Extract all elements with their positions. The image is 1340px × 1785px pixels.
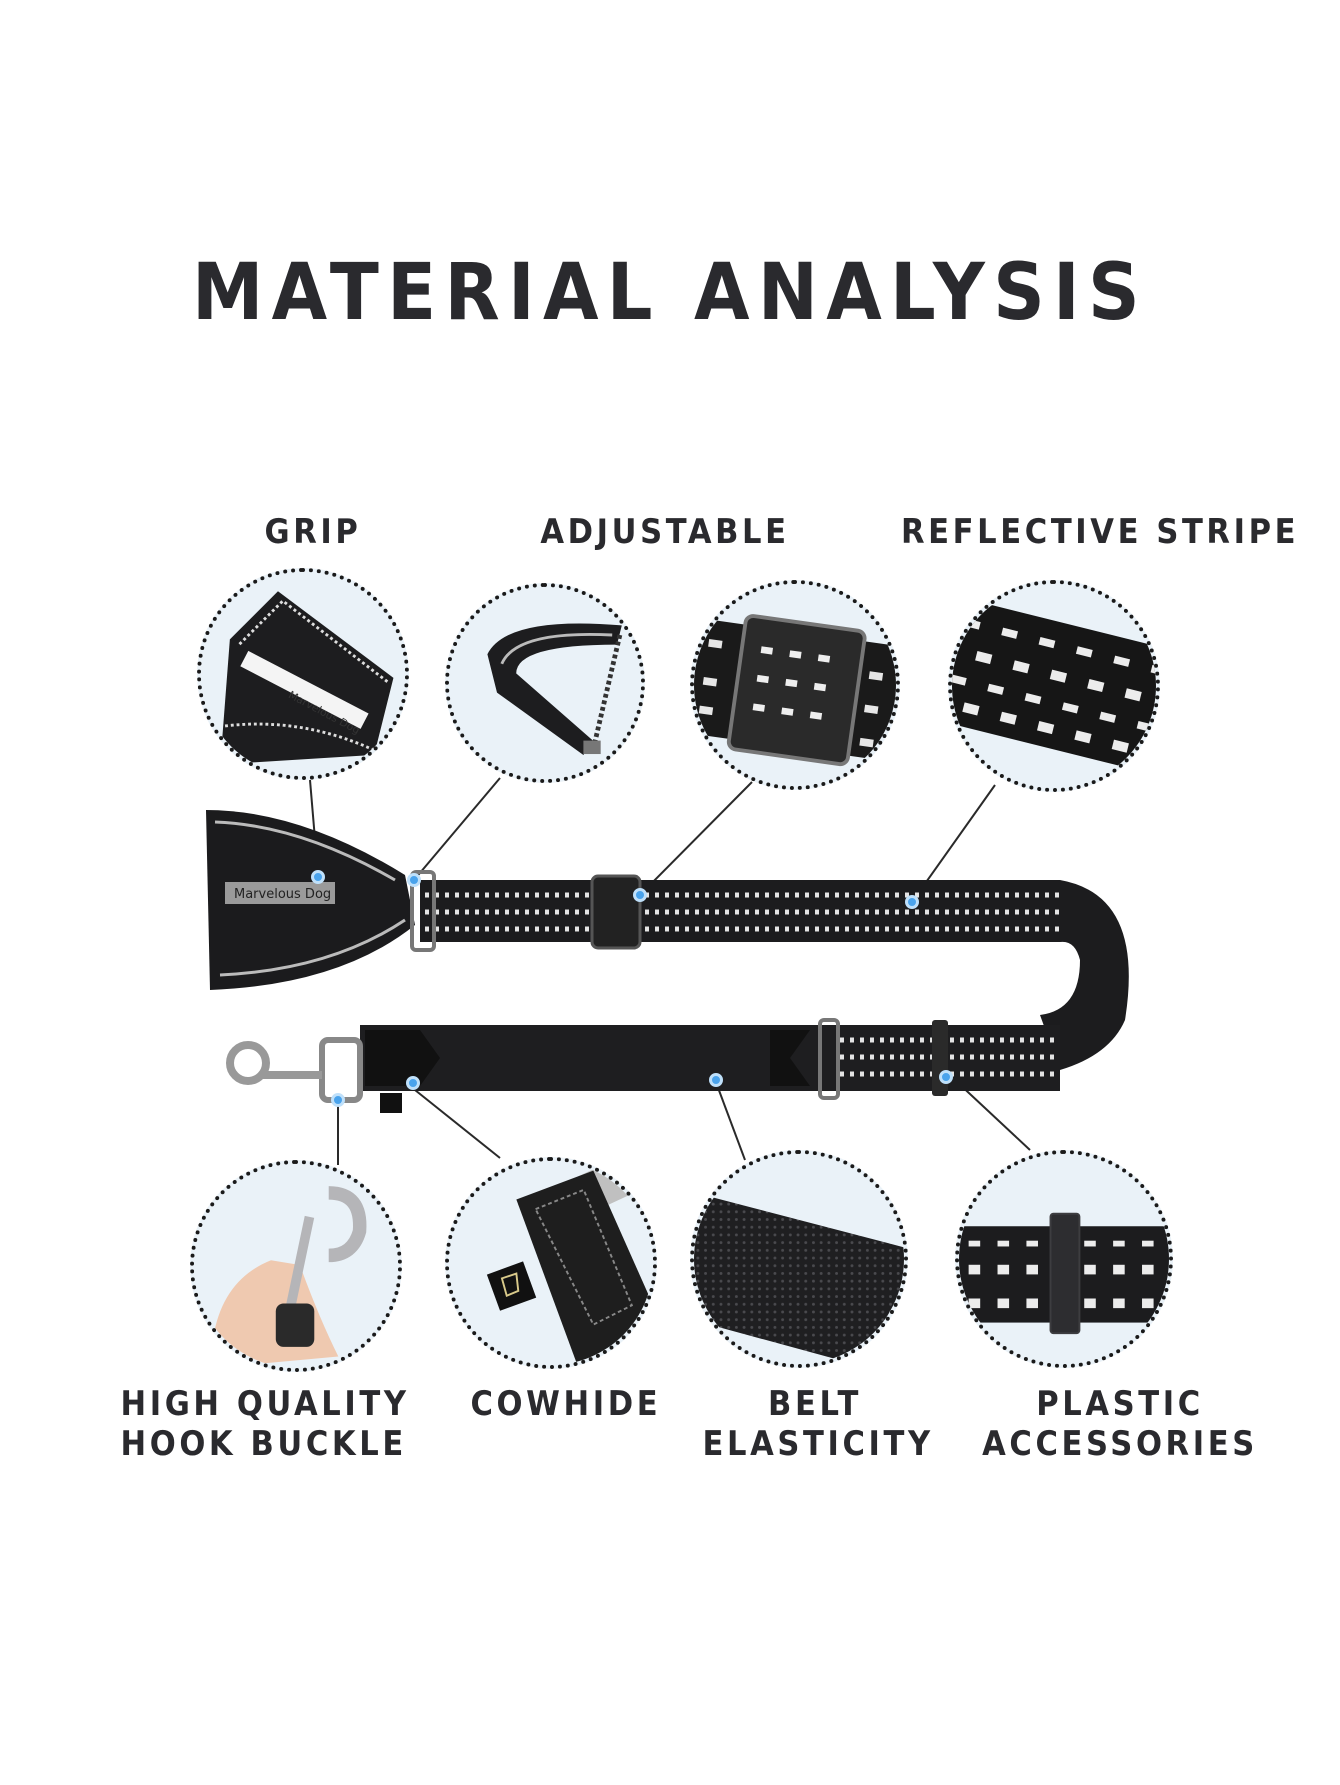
- callout-cowhide: [445, 1157, 657, 1369]
- label-belt-line2: ELASTICITY: [702, 1424, 934, 1464]
- label-plastic-line1: PLASTIC: [1036, 1384, 1204, 1424]
- label-grip: GRIP: [264, 512, 362, 552]
- marker-buckle: [633, 888, 647, 902]
- callout-buckle: [690, 580, 900, 790]
- marker-hook: [331, 1093, 345, 1107]
- label-plastic-accessories: PLASTIC ACCESSORIES: [976, 1384, 1264, 1464]
- label-hook-buckle-line1: HIGH QUALITY: [120, 1384, 410, 1424]
- callout-grip: Marvelous Dog: [197, 568, 409, 780]
- adjuster-buckle-icon: [694, 614, 896, 767]
- marker-plastic: [939, 1070, 953, 1084]
- label-belt-line1: BELT: [768, 1384, 862, 1424]
- callout-adjustable: [445, 583, 645, 783]
- label-hook-buckle-line2: HOOK BUCKLE: [120, 1424, 407, 1464]
- hook-buckle-icon: [213, 1186, 367, 1368]
- callout-hook-buckle: [190, 1160, 402, 1372]
- marker-reflective: [905, 895, 919, 909]
- marker-adjustable: [407, 873, 421, 887]
- label-adjustable: ADJUSTABLE: [540, 512, 790, 552]
- plastic-keeper-icon: [959, 1212, 1169, 1335]
- label-plastic-line2: ACCESSORIES: [982, 1424, 1258, 1464]
- label-cowhide: COWHIDE: [471, 1384, 660, 1424]
- cowhide-leather-icon: [486, 1161, 653, 1365]
- label-hook-buckle: HIGH QUALITY HOOK BUCKLE: [120, 1384, 410, 1464]
- marker-belt: [709, 1073, 723, 1087]
- callout-plastic-accessories: [955, 1150, 1173, 1368]
- label-reflective-stripe: REFLECTIVE STRIPE: [901, 512, 1300, 552]
- callout-reflective: [948, 580, 1160, 792]
- marker-cowhide: [406, 1076, 420, 1090]
- reflective-webbing-icon: [952, 595, 1156, 777]
- handle-closeup-icon: [487, 623, 623, 755]
- callout-belt-elasticity: [690, 1150, 908, 1368]
- svg-text:Marvelous Dog: Marvelous Dog: [234, 887, 331, 902]
- page-title: MATERIAL ANALYSIS: [191, 248, 1149, 338]
- marker-grip: [311, 870, 325, 884]
- label-belt-elasticity: BELT ELASTICITY: [702, 1384, 934, 1464]
- grip-closeup-icon: Marvelous Dog: [220, 591, 394, 765]
- label-cowhide-line1: COWHIDE: [470, 1384, 662, 1424]
- elastic-webbing-icon: [694, 1192, 904, 1364]
